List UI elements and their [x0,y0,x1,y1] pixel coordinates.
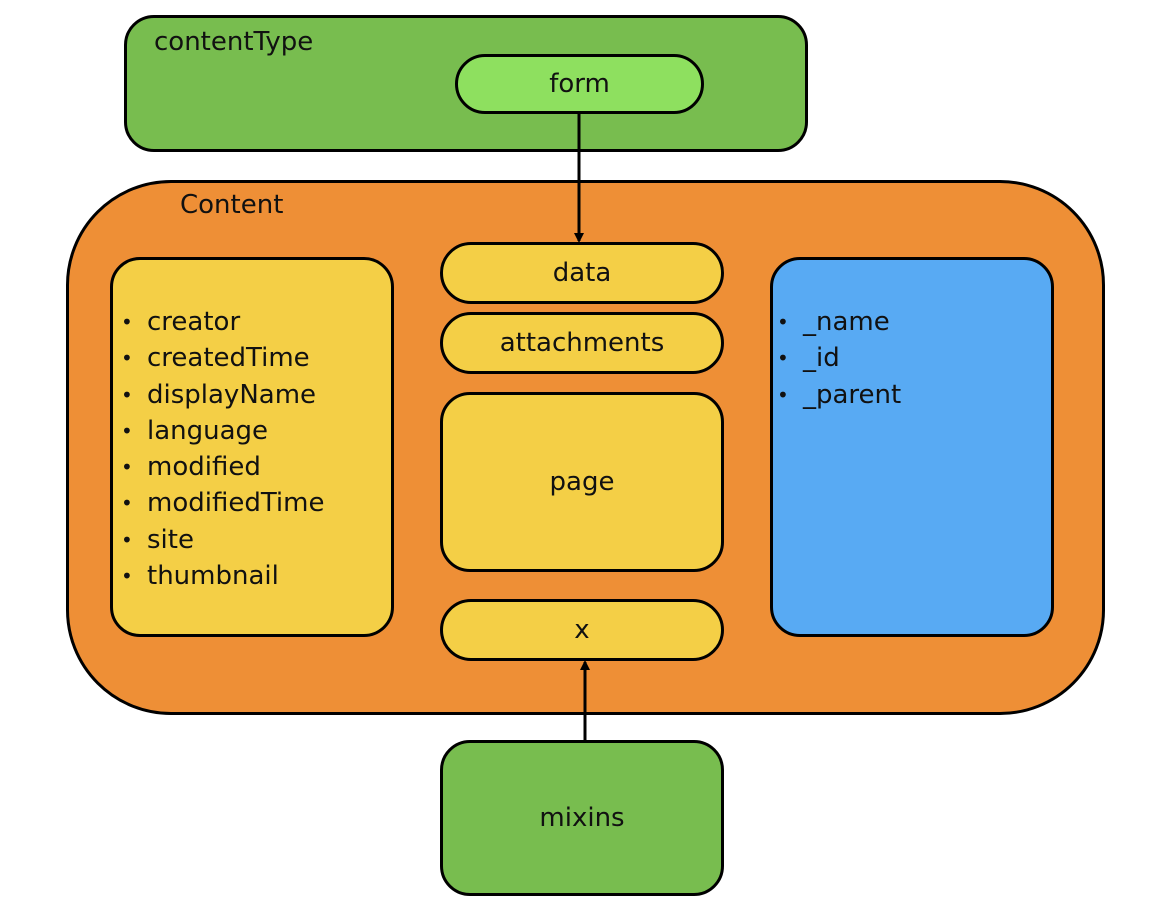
page-label: page [549,467,615,497]
attribute-item: • language [121,413,324,449]
bullet-icon: • [121,346,133,371]
attribute-label: createdTime [147,343,310,374]
mixins-label: mixins [539,803,625,833]
content-type-title: contentType [154,27,314,57]
bullet-icon: • [121,382,133,407]
attribute-item: • modified [121,449,324,485]
form-label: form [549,69,610,99]
system-properties-list: • _name • _id • _parent [777,304,901,413]
bullet-icon: • [121,527,133,552]
system-property-item: • _id [777,340,901,376]
x-node: x [440,599,724,661]
attribute-label: displayName [147,379,317,410]
bullet-icon: • [121,564,133,589]
attribute-label: thumbnail [147,561,279,592]
attachments-label: attachments [499,328,665,358]
bullet-icon: • [121,491,133,516]
data-node: data [440,242,724,304]
attribute-label: site [147,524,194,555]
system-property-label: _id [803,343,840,374]
system-property-item: • _parent [777,377,901,413]
content-title: Content [180,190,284,220]
attribute-label: modifiedTime [147,488,325,519]
bullet-icon: • [121,455,133,480]
x-label: x [574,615,590,645]
page-node: page [440,392,724,572]
bullet-icon: • [121,418,133,443]
attribute-item: • site [121,522,324,558]
system-property-label: _parent [803,379,902,410]
system-properties-box: • _name • _id • _parent [770,257,1054,637]
attributes-box: • creator • createdTime • displayName • lang… [110,257,394,637]
attribute-label: modified [147,452,261,483]
bullet-icon: • [777,382,789,407]
data-label: data [552,258,612,288]
system-property-label: _name [803,307,890,337]
attribute-label: language [147,415,269,446]
form-node: form [455,54,704,114]
mixins-node: mixins [440,740,724,896]
attributes-list: • creator • createdTime • displayName • lang… [121,304,324,594]
system-property-item: • _name [777,304,901,340]
attribute-item: • createdTime [121,340,324,376]
attribute-item: • displayName [121,377,324,413]
attachments-node: attachments [440,312,724,374]
bullet-icon: • [777,346,789,371]
attribute-label: creator [147,307,241,337]
bullet-icon: • [121,310,133,334]
attribute-item: • creator [121,304,324,340]
attribute-item: • modifiedTime [121,485,324,521]
attribute-item: • thumbnail [121,558,324,594]
bullet-icon: • [777,310,789,334]
